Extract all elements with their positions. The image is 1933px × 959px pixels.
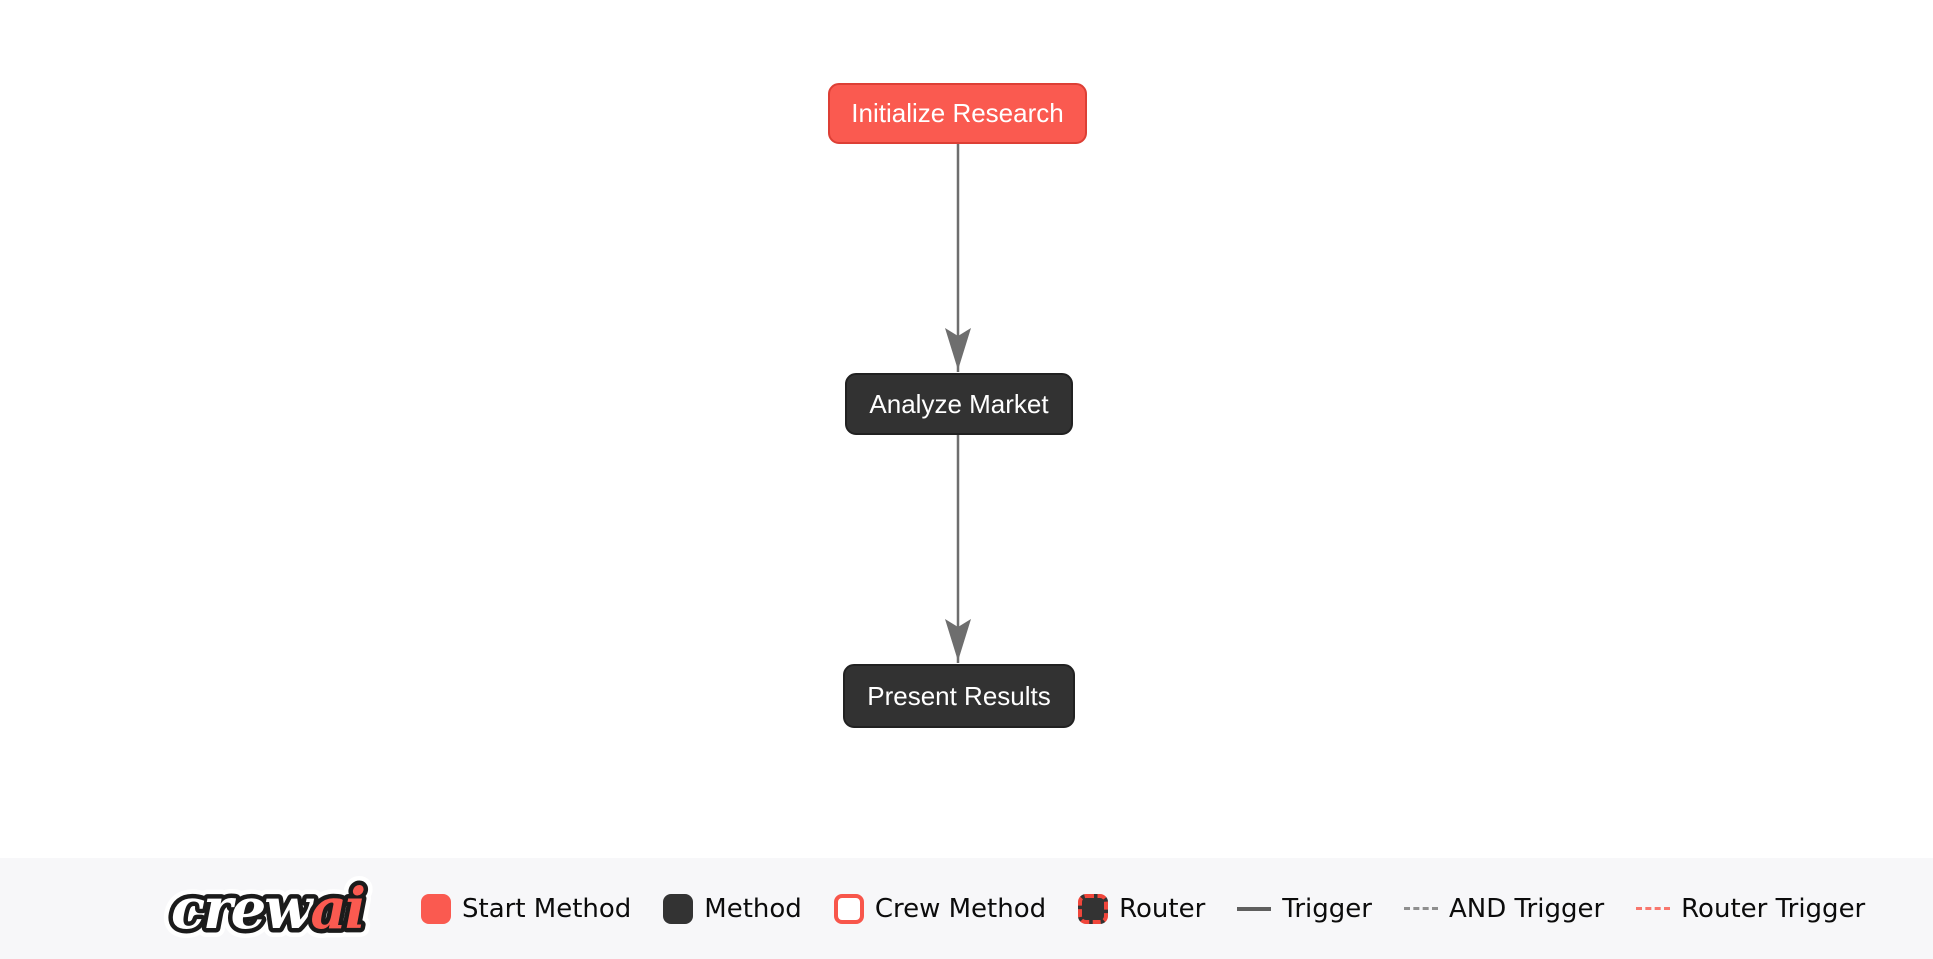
arrowhead-icon [945,619,971,661]
logo-ai-text: ai [310,876,364,942]
crew-method-swatch-icon [833,893,864,924]
node-label: Initialize Research [851,98,1064,128]
svg-text:crewai: crewai [171,876,364,942]
logo-ai-halo: ai [310,876,364,942]
legend-bar: crewai crewai Start Method Method Crew M… [0,858,1933,959]
node-analyze-market[interactable]: Analyze Market [845,373,1073,435]
legend-item-start-method: Start Method [421,893,632,924]
edge-trigger-2 [945,434,971,663]
router-trigger-line-icon [1636,907,1671,910]
legend-label: Router [1119,893,1206,924]
legend-item-method: Method [663,893,802,924]
legend-label: AND Trigger [1448,893,1605,924]
flow-canvas[interactable]: Initialize Research Analyze Market Prese… [0,0,1933,858]
node-present-results[interactable]: Present Results [843,664,1075,728]
and-trigger-line-icon [1403,907,1438,910]
crewai-logo: crewai crewai [162,867,375,951]
logo-crew-halo: crew [171,876,314,942]
logo-crew-text: crew [171,876,314,942]
node-initialize-research[interactable]: Initialize Research [828,83,1087,144]
legend-item-router: Router [1078,893,1206,924]
svg-text:crewai: crewai [171,876,364,942]
legend-label: Start Method [462,893,632,924]
edge-trigger-1 [945,143,971,372]
start-method-swatch-icon [421,893,451,924]
arrowhead-icon [945,328,971,370]
legend-item-trigger: Trigger [1237,894,1372,924]
legend-item-crew-method: Crew Method [833,893,1047,924]
legend-item-and-trigger: AND Trigger [1403,893,1605,924]
legend-label: Crew Method [874,893,1047,924]
trigger-line-icon [1237,906,1272,911]
legend-label: Method [704,893,802,924]
method-swatch-icon [663,893,694,924]
node-label: Analyze Market [869,388,1049,419]
legend-label: Trigger [1282,893,1372,924]
legend-item-router-trigger: Router Trigger [1636,894,1865,924]
node-label: Present Results [867,680,1051,711]
router-swatch-icon [1078,893,1109,924]
legend-label: Router Trigger [1681,893,1866,924]
